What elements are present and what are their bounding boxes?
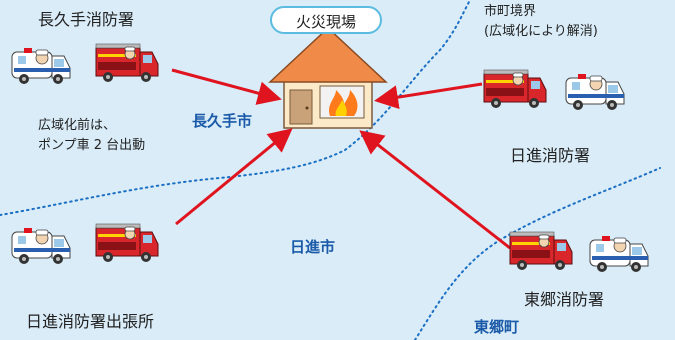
station-label-togo: 東郷消防署 bbox=[524, 290, 605, 309]
station-label-nagakute: 長久手消防署 bbox=[38, 10, 135, 29]
fire-icon bbox=[329, 90, 358, 116]
city-label-togo: 東郷町 bbox=[474, 318, 520, 336]
ambulance-icon-nisshin bbox=[565, 73, 625, 111]
ambulance-icon-togo bbox=[589, 235, 649, 273]
pump-truck-icon-togo bbox=[509, 231, 573, 271]
arrow-branch-to-fire bbox=[175, 128, 293, 226]
pump-truck-icon-nagakute bbox=[95, 43, 159, 83]
city-label-nagakute: 長久手市 bbox=[192, 112, 253, 130]
boundary-line-nagakute-nisshin bbox=[0, 0, 471, 216]
ambulance-icon-nisshin-branch bbox=[11, 227, 71, 265]
boundary-note-line2: (広域化により解消) bbox=[484, 24, 598, 39]
boundary-note-line1: 市町境界 bbox=[484, 4, 537, 19]
pre-merger-note-line1: 広域化前は、 bbox=[38, 118, 117, 133]
pre-merger-note: 広域化前は、 ポンプ車 2 台出動 bbox=[38, 116, 145, 156]
pump-truck-icon-nisshin bbox=[483, 69, 547, 109]
arrow-nagakute-to-fire bbox=[171, 68, 282, 105]
house-icon bbox=[268, 26, 388, 129]
city-label-nisshin: 日進市 bbox=[290, 238, 336, 256]
arrow-nisshin-to-fire bbox=[374, 82, 483, 110]
arrow-togo-to-fire bbox=[359, 130, 511, 250]
pump-truck-icon-nisshin-branch bbox=[95, 223, 159, 263]
station-label-nisshin: 日進消防署 bbox=[510, 146, 591, 165]
ambulance-icon-nagakute bbox=[11, 47, 71, 85]
boundary-note: 市町境界 (広域化により解消) bbox=[484, 2, 598, 42]
station-label-nisshin-branch: 日進消防署出張所 bbox=[26, 312, 155, 331]
pre-merger-note-line2: ポンプ車 2 台出動 bbox=[38, 138, 146, 153]
fire-site-label: 火災現場 bbox=[270, 6, 382, 34]
